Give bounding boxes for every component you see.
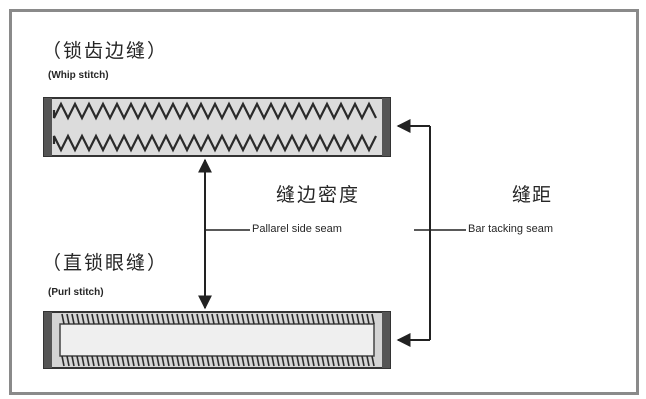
whip-stitch-seam (43, 97, 391, 157)
purl-stitch-label-en: (Purl stitch) (48, 287, 104, 298)
bar-tacking-seam-label-zh: 缝距 (512, 184, 553, 206)
whip-stitch-label-zh: （锁齿边缝） (42, 40, 169, 62)
bar-tacking-bracket (396, 119, 466, 347)
purl-stitch-label-zh: （直锁眼缝） (42, 252, 169, 274)
parallel-side-seam-label-en: Pallarel side seam (252, 223, 342, 235)
whip-stitch-zigzag-lower (52, 133, 377, 153)
whip-stitch-label-en: (Whip stitch) (48, 70, 109, 81)
purl-stitch-seam (43, 311, 391, 369)
purl-stitch-ticks (61, 313, 375, 367)
bar-tacking-seam-label-en: Bar tacking seam (468, 223, 553, 235)
whip-stitch-zigzag (52, 101, 377, 121)
parallel-side-seam-label-zh: 缝边密度 (276, 184, 361, 206)
